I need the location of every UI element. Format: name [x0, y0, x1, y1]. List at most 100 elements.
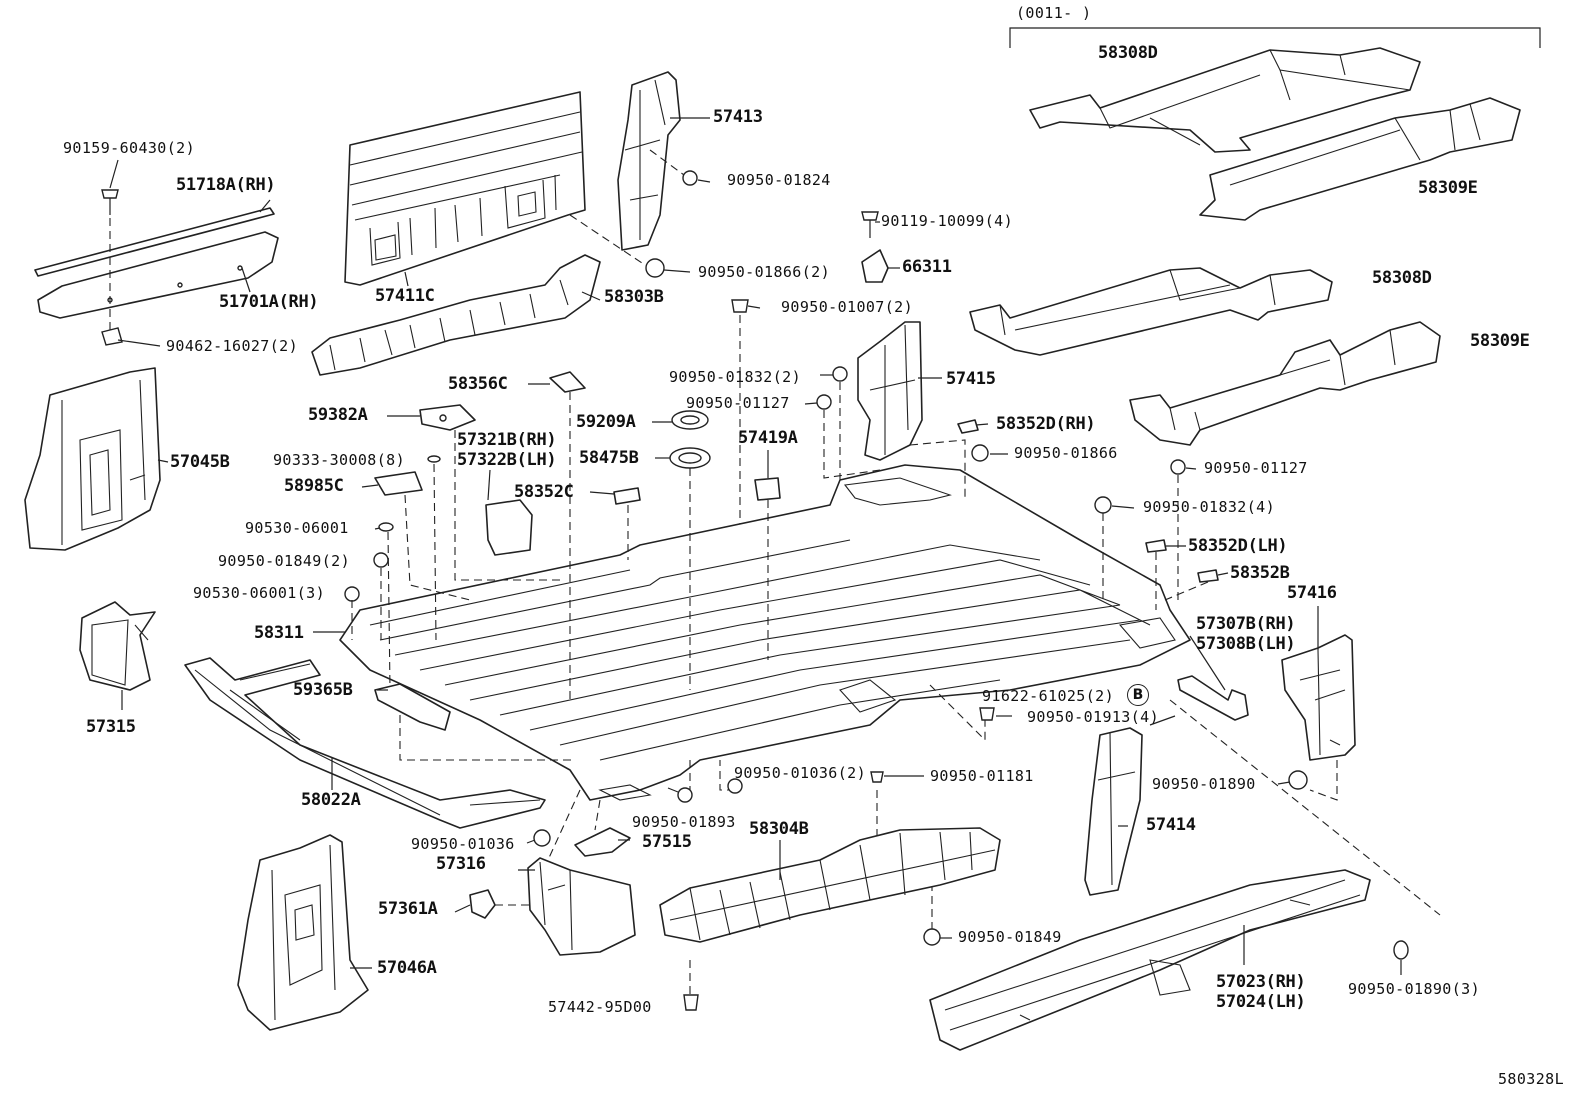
label-90159-60430[interactable]: 90159-60430(2)	[63, 139, 196, 157]
label-58352B[interactable]: 58352B	[1230, 563, 1290, 583]
label-57415[interactable]: 57415	[946, 369, 996, 389]
label-90950-01866[interactable]: 90950-01866	[1014, 444, 1118, 462]
label-90950-01849[interactable]: 90950-01849	[958, 928, 1062, 946]
label-58356C[interactable]: 58356C	[448, 374, 508, 394]
label-90950-01913[interactable]: 90950-01913(4)	[1027, 708, 1160, 726]
label-66311[interactable]: 66311	[902, 257, 952, 277]
label-57316[interactable]: 57316	[436, 854, 486, 874]
clip-90950-01866-2	[645, 258, 665, 278]
label-59365B[interactable]: 59365B	[293, 680, 353, 700]
label-90950-01893[interactable]: 90950-01893	[632, 813, 736, 831]
callout-b[interactable]: B	[1127, 684, 1149, 706]
label-90950-01181[interactable]: 90950-01181	[930, 767, 1034, 785]
label-90119-10099[interactable]: 90119-10099(4)	[881, 212, 1014, 230]
label-57322B: 57322B(LH)	[457, 450, 557, 470]
label-59382A[interactable]: 59382A	[308, 405, 368, 425]
label-90950-01036[interactable]: 90950-01036	[411, 835, 515, 853]
label-90530-06001[interactable]: 90530-06001	[245, 519, 349, 537]
label-57321B-57322B[interactable]: 57321B(RH) 57322B(LH)	[457, 430, 557, 470]
plate-58352C	[613, 487, 641, 505]
date-range-bracket	[1009, 27, 1541, 48]
part-57413	[617, 71, 681, 251]
part-57023-57024	[929, 869, 1371, 1051]
label-57411C[interactable]: 57411C	[375, 286, 435, 306]
label-59209A[interactable]: 59209A	[576, 412, 636, 432]
label-58352D-lh[interactable]: 58352D(LH)	[1188, 536, 1288, 556]
part-58022A	[184, 657, 546, 829]
label-51718A[interactable]: 51718A(RH)	[176, 175, 276, 195]
label-57419A[interactable]: 57419A	[738, 428, 798, 448]
clip-90950-01893	[677, 787, 693, 803]
label-58309E[interactable]: 58309E	[1470, 331, 1530, 351]
label-58304B[interactable]: 58304B	[749, 819, 809, 839]
clip-90950-01007	[731, 299, 749, 313]
clip-90530-06001-3	[344, 586, 360, 602]
clip-90950-01127-b	[1170, 459, 1186, 475]
date-range-label: (0011- )	[1016, 4, 1092, 22]
label-90333-30008[interactable]: 90333-30008(8)	[273, 451, 406, 469]
label-57442-95D00[interactable]: 57442-95D00	[548, 998, 652, 1016]
label-90530-06001-3[interactable]: 90530-06001(3)	[193, 584, 326, 602]
label-58309E-top[interactable]: 58309E	[1418, 178, 1478, 198]
label-57414[interactable]: 57414	[1146, 815, 1196, 835]
label-90950-01849-2[interactable]: 90950-01849(2)	[218, 552, 351, 570]
part-57411C	[344, 91, 586, 286]
plate-59382A	[419, 404, 476, 431]
label-58303B[interactable]: 58303B	[604, 287, 664, 307]
part-57045B	[24, 367, 161, 551]
bracket-66311	[861, 249, 889, 283]
label-90950-01832-2[interactable]: 90950-01832(2)	[669, 368, 802, 386]
label-58985C[interactable]: 58985C	[284, 476, 344, 496]
clip-90950-01832-2	[832, 366, 848, 382]
label-58352C[interactable]: 58352C	[514, 482, 574, 502]
part-58308D-58309E-assembly-top	[1029, 47, 1521, 221]
clip-90950-01890	[1288, 770, 1308, 790]
clip-90333-30008	[427, 455, 441, 463]
clip-90950-01824	[682, 170, 698, 186]
label-57361A[interactable]: 57361A	[378, 899, 438, 919]
label-57045B[interactable]: 57045B	[170, 452, 230, 472]
label-90950-01127-a[interactable]: 90950-01127	[686, 394, 790, 412]
part-58303B	[311, 254, 601, 376]
label-90950-01824[interactable]: 90950-01824	[727, 171, 831, 189]
label-57024: 57024(LH)	[1216, 992, 1306, 1012]
clip-90950-01913	[979, 707, 995, 721]
label-57308B: 57308B(LH)	[1196, 634, 1296, 654]
bracket-57515	[574, 827, 631, 857]
part-57046A	[237, 834, 369, 1031]
label-57321B: 57321B(RH)	[457, 430, 557, 450]
label-58475B[interactable]: 58475B	[579, 448, 639, 468]
label-91622-61025[interactable]: 91622-61025(2)	[982, 687, 1115, 705]
label-90950-01890[interactable]: 90950-01890	[1152, 775, 1256, 793]
clip-58352D-lh	[1145, 539, 1167, 553]
part-59365B	[374, 683, 451, 731]
label-58352D-rh[interactable]: 58352D(RH)	[996, 414, 1096, 434]
label-57023-57024[interactable]: 57023(RH) 57024(LH)	[1216, 972, 1306, 1012]
label-90950-01007[interactable]: 90950-01007(2)	[781, 298, 914, 316]
figure-code: 580328L	[1498, 1070, 1565, 1088]
label-90950-01890-3[interactable]: 90950-01890(3)	[1348, 980, 1481, 998]
clip-90950-01866	[971, 444, 989, 462]
label-58308D[interactable]: 58308D	[1372, 268, 1432, 288]
label-58311[interactable]: 58311	[254, 623, 304, 643]
label-90950-01866-2[interactable]: 90950-01866(2)	[698, 263, 831, 281]
label-57413[interactable]: 57413	[713, 107, 763, 127]
clip-90530-06001	[378, 522, 394, 532]
part-57416	[1281, 634, 1356, 761]
label-51701A[interactable]: 51701A(RH)	[219, 292, 319, 312]
label-57515[interactable]: 57515	[642, 832, 692, 852]
label-57307B-57308B[interactable]: 57307B(RH) 57308B(LH)	[1196, 614, 1296, 654]
label-90950-01832-4[interactable]: 90950-01832(4)	[1143, 498, 1276, 516]
label-58308D-top[interactable]: 58308D	[1098, 43, 1158, 63]
label-57315[interactable]: 57315	[86, 717, 136, 737]
label-58022A[interactable]: 58022A	[301, 790, 361, 810]
label-57046A[interactable]: 57046A	[377, 958, 437, 978]
label-57416[interactable]: 57416	[1287, 583, 1337, 603]
clip-90950-01849-2	[373, 552, 389, 568]
clip-57361A	[469, 889, 496, 919]
label-90462-16027[interactable]: 90462-16027(2)	[166, 337, 299, 355]
label-90950-01036-2[interactable]: 90950-01036(2)	[734, 764, 867, 782]
label-90950-01127-b[interactable]: 90950-01127	[1204, 459, 1308, 477]
clip-90950-01832-4	[1094, 496, 1112, 514]
